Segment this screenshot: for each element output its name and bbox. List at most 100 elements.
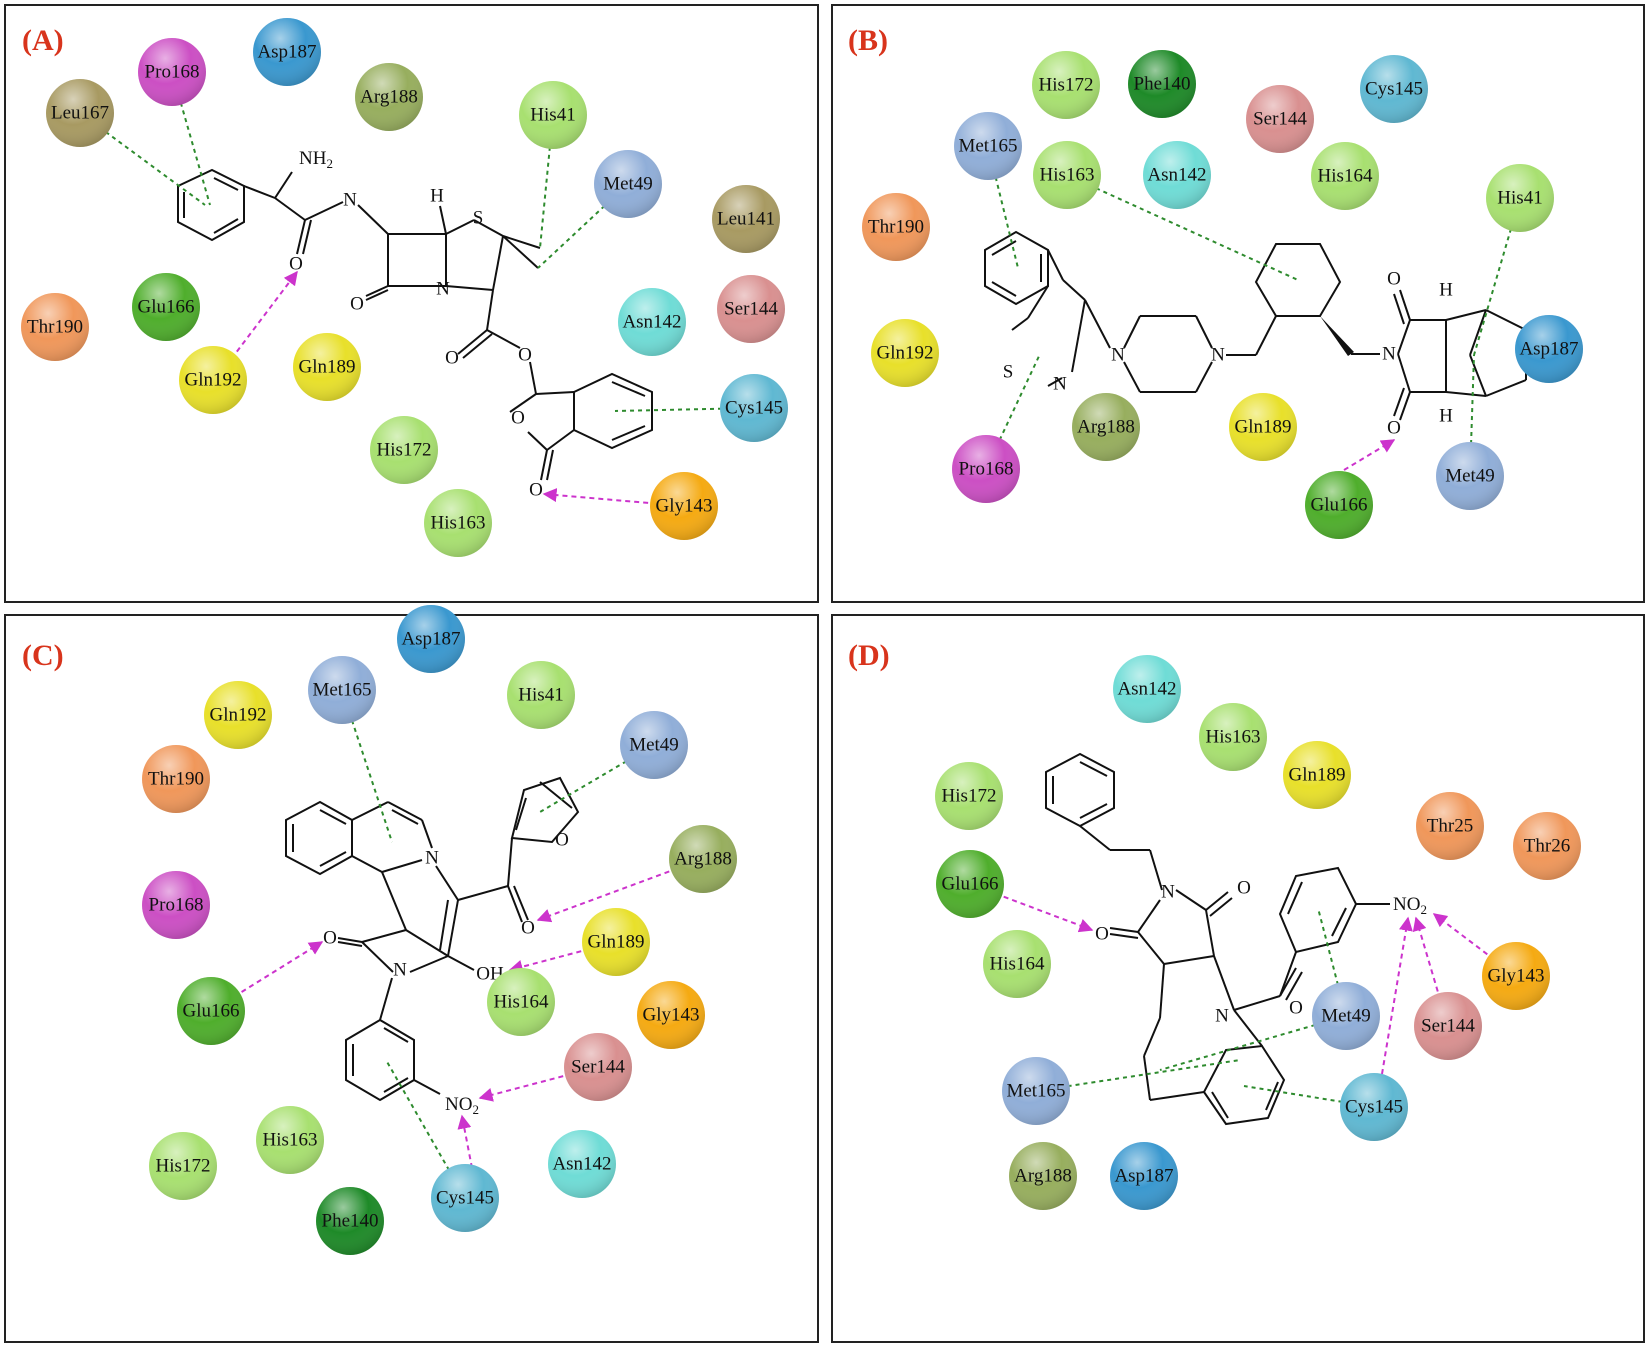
residue-label: Asn142 [552,1154,611,1175]
residue-gln189: Gln189 [1229,393,1297,461]
n-label-b2: N [1111,345,1125,366]
residue-asp187: Asp187 [397,605,465,673]
residue-his172: His172 [370,416,438,484]
residue-met49: Met49 [1436,442,1504,510]
panel-c-label: (C) [22,639,64,672]
residue-label: Gln189 [1235,417,1292,438]
residue-label: Thr190 [27,317,83,338]
residue-shine [424,489,492,557]
residue-asn142: Asn142 [618,288,686,356]
nh2-label: NH2 [299,148,333,171]
residue-shine [717,275,785,343]
residue-leu141: Leu141 [712,185,780,253]
residue-arg188: Arg188 [1009,1142,1077,1210]
residue-label: Arg188 [1077,417,1135,438]
residue-gly143: Gly143 [650,472,718,540]
residue-shine [1002,1057,1070,1125]
residue-shine [1482,942,1550,1010]
residue-shine [177,977,245,1045]
residue-shine [507,661,575,729]
residue-label: Pro168 [959,459,1014,480]
residue-label: Asp187 [1114,1166,1173,1187]
residue-asn142: Asn142 [548,1130,616,1198]
residue-his163: His163 [424,489,492,557]
residue-label: Met49 [1321,1006,1371,1027]
residue-shine [618,288,686,356]
residue-leu167: Leu167 [46,79,114,147]
residue-label: Ser144 [571,1057,625,1078]
o-label-4: O [518,345,532,366]
residue-arg188: Arg188 [1072,393,1140,461]
panel-d-label: (D) [848,639,890,672]
residue-thr190: Thr190 [142,745,210,813]
residue-shine [397,605,465,673]
residue-shine [204,681,272,749]
residue-shine [1009,1142,1077,1210]
residue-shine [431,1164,499,1232]
panel-a-label: (A) [22,24,64,57]
residue-label: Glu166 [1311,495,1368,516]
residue-label: Ser144 [1421,1016,1475,1037]
residue-label: Gly143 [656,496,713,517]
residue-label: Gln189 [1289,765,1346,786]
residue-gly143: Gly143 [637,981,705,1049]
residue-label: Asn142 [622,312,681,333]
residue-label: Arg188 [360,87,418,108]
residue-met49: Met49 [1312,982,1380,1050]
residue-shine [548,1130,616,1198]
residue-label: Thr190 [148,769,204,790]
residue-label: Gln192 [210,705,267,726]
panel-b-label: (B) [848,24,888,57]
h-label-b1: H [1439,280,1453,301]
residue-arg188: Arg188 [355,63,423,131]
residue-cys145: Cys145 [1340,1073,1408,1141]
o-label-6: O [529,480,543,501]
residue-label: His164 [990,954,1045,975]
residue-shine [1032,51,1100,119]
n-label-b4: N [1382,344,1396,365]
residue-met165: Met165 [308,656,376,724]
residue-label: Thr26 [1524,836,1570,857]
o-label-1: O [289,254,303,275]
residue-gln192: Gln192 [871,319,939,387]
residue-label: His41 [530,105,575,126]
residue-label: Ser144 [724,299,778,320]
residue-shine [46,79,114,147]
residue-label: Met165 [1006,1081,1065,1102]
n-label-b1: N [1053,374,1067,395]
residue-asn142: Asn142 [1113,655,1181,723]
residue-asn142: Asn142 [1143,141,1211,209]
residue-shine [316,1187,384,1255]
residue-shine [1311,142,1379,210]
residue-label: His172 [156,1156,211,1177]
residue-met49: Met49 [594,150,662,218]
residue-label: Thr190 [868,217,924,238]
residue-cys145: Cys145 [431,1164,499,1232]
panel-c-frame [4,614,819,1343]
n-label-amide: N [343,190,357,211]
n-label-ring: N [436,279,450,300]
residue-label: Gln192 [877,343,934,364]
residue-his163: His163 [1199,703,1267,771]
residue-glu166: Glu166 [177,977,245,1045]
s-label-b: S [1003,362,1014,383]
residue-shine [1113,655,1181,723]
residue-shine [862,193,930,261]
residue-label: Asp187 [401,629,460,650]
residue-label: Asn142 [1117,679,1176,700]
residue-label: Asp187 [1519,339,1578,360]
o-label-d2: O [1095,924,1109,945]
residue-shine [142,745,210,813]
h-label-b2: H [1439,406,1453,427]
residue-asp187: Asp187 [253,18,321,86]
residue-pro168: Pro168 [138,38,206,106]
residue-gly143: Gly143 [1482,942,1550,1010]
residue-shine [132,273,200,341]
n-label-d1: N [1161,882,1175,903]
panel-c-molecule: N N O O O OH NO2 [285,776,580,1117]
residue-label: Asp187 [257,42,316,63]
residue-label: Arg188 [1014,1166,1072,1187]
residue-asp187: Asp187 [1515,315,1583,383]
residue-shine [1312,982,1380,1050]
residue-shine [1128,50,1196,118]
